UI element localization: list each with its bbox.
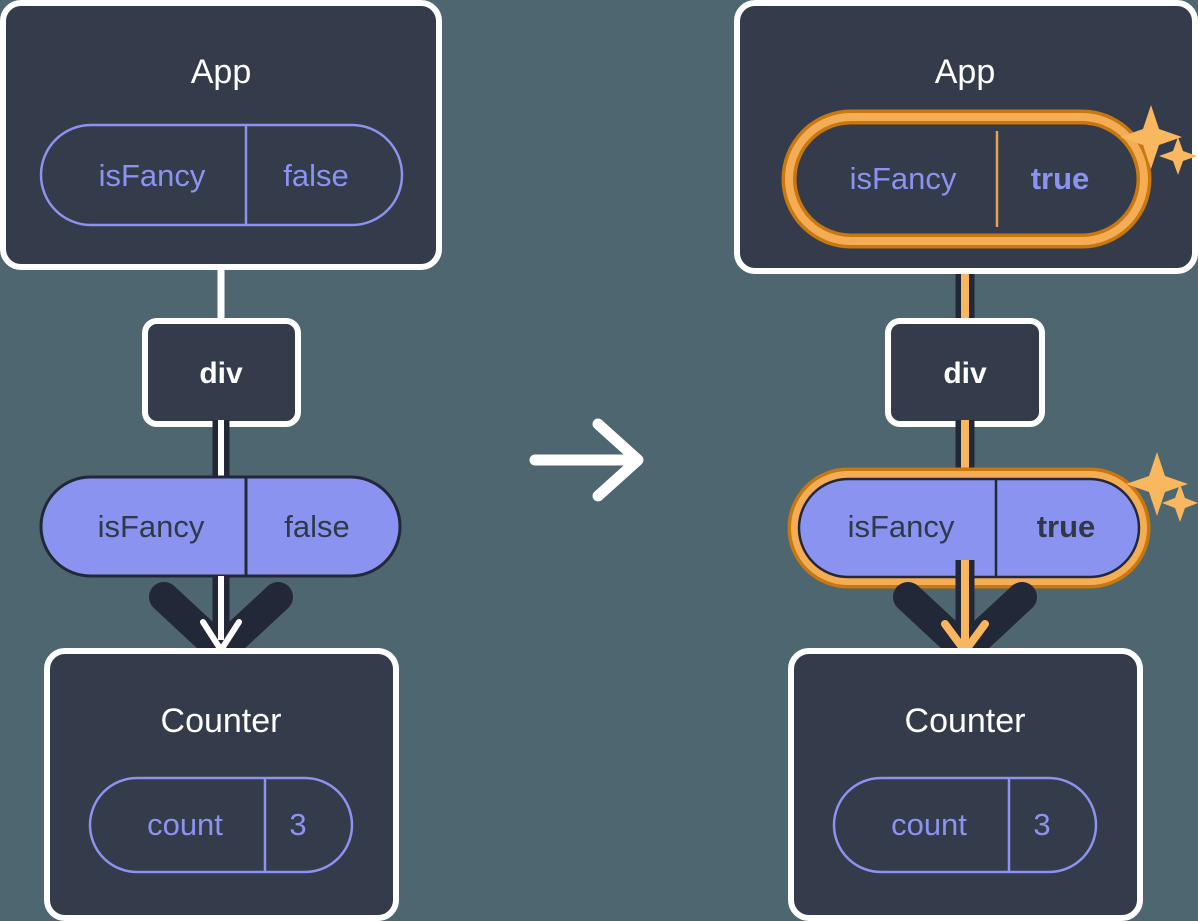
before-counter-panel <box>44 648 399 921</box>
after-app-title: App <box>935 53 996 91</box>
after-counter-node: Counter count 3 <box>788 648 1143 921</box>
before-counter-node: Counter count 3 <box>44 648 399 921</box>
before-app-title: App <box>191 53 252 91</box>
before-app-state-pill <box>39 123 404 227</box>
after-prop-sparkle-large-icon <box>1126 452 1188 516</box>
before-counter-state-key: count <box>147 807 223 842</box>
after-app-state-pill <box>801 129 1132 229</box>
after-div-label: div <box>943 357 987 390</box>
after-counter-panel <box>788 648 1143 921</box>
after-app-state-highlight-inner <box>785 113 1148 245</box>
after-counter-state-key: count <box>891 807 967 842</box>
before-counter-state-value: 3 <box>289 807 306 842</box>
after-counter-title: Counter <box>905 702 1026 740</box>
after-counter-state-value: 3 <box>1033 807 1050 842</box>
before-app-state-key: isFancy <box>99 158 206 193</box>
before-div-node: div <box>142 318 301 427</box>
before-counter-title: Counter <box>161 702 282 740</box>
before-app-panel <box>0 0 442 270</box>
after-prop-key: isFancy <box>848 509 955 544</box>
after-prop-sparkle-small-icon <box>1162 484 1198 522</box>
after-app-sparkle-small-icon <box>1159 137 1197 175</box>
before-prop-key: isFancy <box>98 509 205 544</box>
before-app-state-value: false <box>283 158 348 193</box>
after-prop-value: true <box>1037 509 1096 544</box>
transition-right-arrow-icon <box>529 418 644 502</box>
after-app-state-key: isFancy <box>850 161 957 196</box>
after-app-state-value: true <box>1031 161 1090 196</box>
before-counter-state-pill <box>88 776 354 874</box>
before-prop-value: false <box>284 509 349 544</box>
after-app-sparkle-large-icon <box>1120 105 1182 169</box>
before-app-node: App isFancy false <box>0 0 442 270</box>
after-div-node: div <box>885 318 1045 427</box>
before-prop-pill: isFancy false <box>39 475 402 578</box>
before-div-label: div <box>199 357 243 390</box>
after-counter-state-pill <box>832 776 1098 874</box>
after-app-node: App isFancy true <box>734 0 1198 274</box>
